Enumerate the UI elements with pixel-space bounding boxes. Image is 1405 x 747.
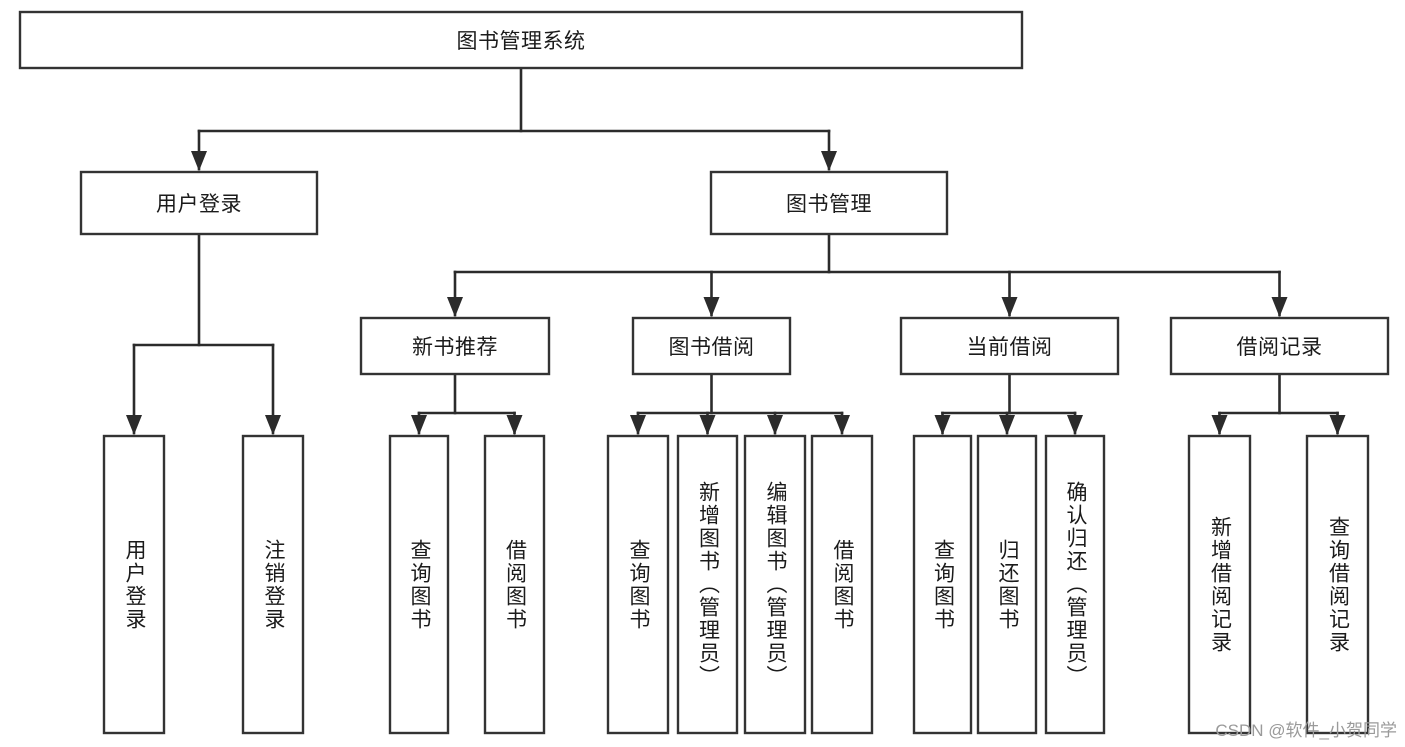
arrow-to-leaf-query-borrow-record: [1329, 415, 1346, 435]
watermark-text: CSDN @软件_小贺同学: [1215, 721, 1397, 740]
arrow-to-leaf-edit-book: [767, 415, 783, 435]
node-box-leaf-add-book: [676, 434, 739, 735]
node-box-borrow-record: [1169, 316, 1390, 376]
arrow-to-borrow-record: [1271, 297, 1288, 317]
arrow-to-user-login: [191, 151, 207, 171]
arrow-to-new-book-recommend: [447, 297, 463, 317]
arrow-to-leaf-logout: [265, 415, 281, 435]
node-box-leaf-add-borrow-record: [1187, 434, 1252, 735]
node-box-new-book-recommend: [359, 316, 551, 376]
node-box-leaf-confirm-return: [1044, 434, 1106, 735]
arrow-to-leaf-add-book: [699, 415, 716, 435]
node-box-leaf-logout: [241, 434, 305, 735]
arrow-to-leaf-confirm-return: [1067, 415, 1083, 435]
node-box-leaf-query-borrow-record: [1305, 434, 1370, 735]
arrow-to-leaf-return-book: [999, 415, 1015, 435]
arrow-to-leaf-query-book-recommend: [411, 415, 427, 435]
node-box-current-borrow: [899, 316, 1120, 376]
connectors-layer: [126, 66, 1346, 435]
node-box-book-borrow: [631, 316, 792, 376]
node-box-leaf-edit-book: [743, 434, 807, 735]
node-box-leaf-borrow-book: [810, 434, 874, 735]
arrow-to-current-borrow: [1001, 297, 1018, 317]
node-box-book-management: [709, 170, 949, 236]
node-box-leaf-query-book-recommend: [388, 434, 450, 735]
boxes-layer: [18, 10, 1390, 735]
arrow-to-leaf-query-book-borrow: [630, 415, 646, 435]
node-box-leaf-return-book: [976, 434, 1038, 735]
node-box-leaf-query-book-current: [912, 434, 973, 735]
node-box-root: [18, 10, 1024, 70]
arrow-to-leaf-query-book-current: [934, 415, 951, 435]
node-box-leaf-borrow-book-recommend: [483, 434, 546, 735]
node-box-leaf-user-login: [102, 434, 166, 735]
arrow-to-leaf-add-borrow-record: [1211, 415, 1228, 435]
node-box-user-login: [79, 170, 319, 236]
node-box-leaf-query-book-borrow: [606, 434, 670, 735]
arrow-to-leaf-user-login: [126, 415, 142, 435]
arrow-to-book-management: [821, 151, 837, 171]
arrow-to-leaf-borrow-book-recommend: [506, 415, 523, 435]
arrow-to-book-borrow: [703, 297, 720, 317]
arrow-to-leaf-borrow-book: [834, 415, 850, 435]
